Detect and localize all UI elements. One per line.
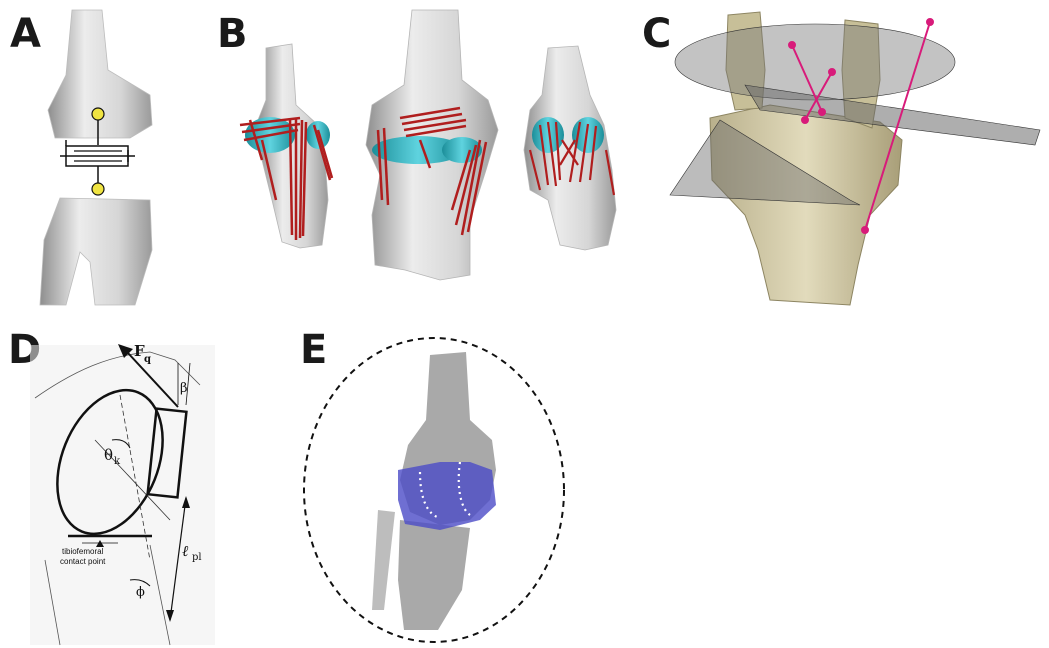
knee-posterior-view xyxy=(524,46,616,250)
knee-anterior-view xyxy=(366,10,498,280)
knee-lateral-view xyxy=(240,44,332,248)
panel-c-contact-planes xyxy=(670,12,1040,305)
translucent-fibula xyxy=(372,510,395,610)
contact-label-line1: tibiofemoral xyxy=(62,547,104,556)
plane-upper xyxy=(675,24,955,100)
cartilage-region xyxy=(398,462,496,530)
tibial-joint-center xyxy=(92,183,104,195)
force-subscript: q xyxy=(144,354,151,365)
panel-d-sagittal-schematic: θ k F q β ℓ pl ϕ tibiofemoral contact po… xyxy=(30,342,215,645)
length-label: ℓ xyxy=(182,542,188,560)
contact-label-line2: contact point xyxy=(60,557,106,566)
femoral-joint-center xyxy=(92,108,104,120)
panel-a-knee-model xyxy=(40,10,152,305)
panel-b-knee-views xyxy=(240,10,616,280)
theta-subscript: k xyxy=(114,456,121,467)
tibia xyxy=(40,198,152,305)
phi-label: ϕ xyxy=(136,585,145,600)
beta-label: β xyxy=(180,381,188,396)
translucent-tibia xyxy=(398,520,470,630)
length-subscript: pl xyxy=(192,552,202,563)
panel-e-cartilage-contact xyxy=(304,338,564,642)
theta-label: θ xyxy=(104,446,113,464)
